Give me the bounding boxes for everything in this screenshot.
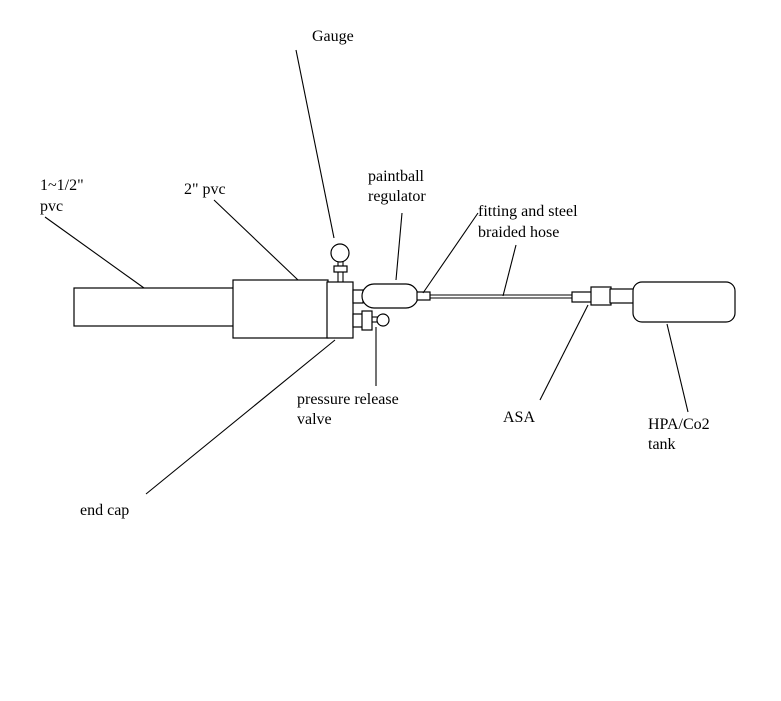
asa-body — [590, 286, 612, 306]
label-regulator-line1: paintball — [368, 168, 425, 185]
small-pvc-leader — [44, 216, 145, 289]
release-valve-nut — [361, 310, 373, 331]
label-release-line2: valve — [297, 411, 332, 428]
hose-fitting-leader — [422, 212, 479, 294]
label-hose-line1: fitting and steel — [478, 203, 578, 220]
large-pvc-chamber — [232, 279, 329, 339]
label-large-pvc: 2" pvc — [184, 181, 226, 198]
tank-valve — [609, 288, 635, 304]
paintball-regulator — [361, 283, 419, 309]
label-end-cap: end cap — [80, 502, 129, 519]
label-regulator-line2: regulator — [368, 188, 426, 205]
regulator-leader — [395, 212, 403, 281]
label-small-pvc-line2: pvc — [40, 198, 63, 215]
label-small-pvc-line1: 1~1/2" — [40, 177, 84, 194]
gauge-leader — [295, 49, 335, 239]
tank-leader — [666, 323, 689, 413]
label-tank-line1: HPA/Co2 — [648, 416, 710, 433]
gauge-dial — [330, 243, 350, 263]
end-cap-leader — [145, 339, 336, 495]
asa-fitting — [571, 291, 593, 303]
large-pvc-leader — [213, 199, 299, 281]
label-hose-line2: braided hose — [478, 224, 559, 241]
asa-leader — [539, 304, 589, 401]
label-asa: ASA — [503, 409, 535, 426]
hose-leader — [502, 244, 517, 297]
hpa-co2-tank — [632, 281, 736, 323]
label-release-line1: pressure release — [297, 391, 399, 408]
small-pvc-barrel — [73, 287, 235, 327]
label-tank-line2: tank — [648, 436, 676, 453]
gauge-nut — [333, 265, 348, 273]
release-valve-knob — [376, 313, 390, 327]
label-gauge: Gauge — [312, 28, 354, 45]
end-cap — [326, 281, 354, 339]
